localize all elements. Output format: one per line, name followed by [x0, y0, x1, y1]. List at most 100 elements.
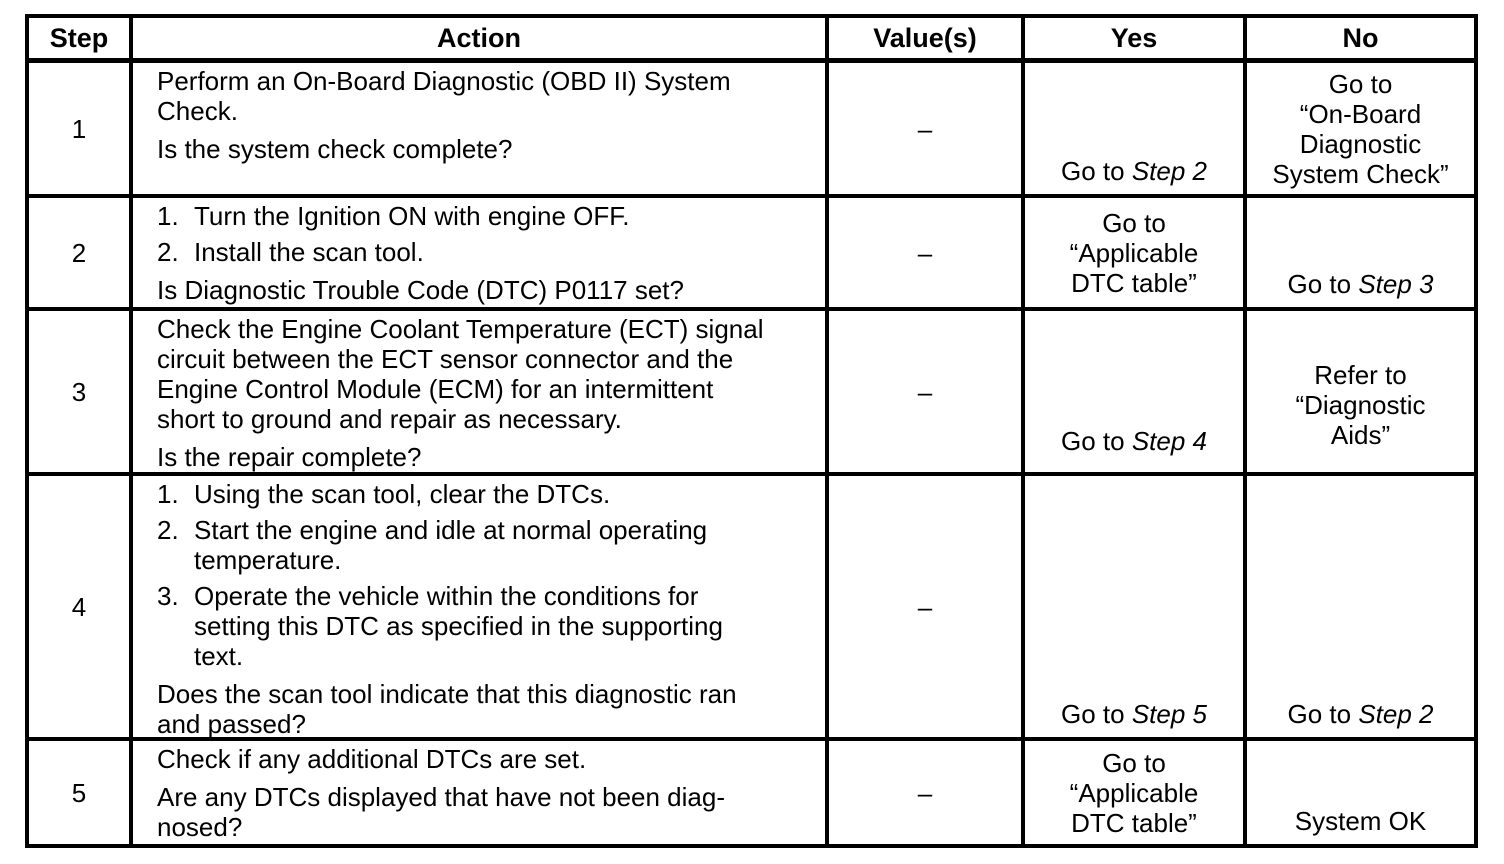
- text-run: Go to: [1102, 747, 1166, 778]
- text-line: Engine Control Module (ECM) for an inter…: [157, 374, 714, 404]
- action-question: Does the scan tool indicate that this di…: [157, 679, 817, 739]
- text-line: Using the scan tool, clear the DTCs.: [194, 479, 611, 509]
- text-line: Is the repair complete?: [157, 442, 422, 472]
- diagnostic-step-table: Step Action Value(s) Yes No 1 Perform an …: [25, 14, 1478, 848]
- text-line: “Applicable: [1070, 238, 1199, 268]
- column-header-values: Value(s): [829, 18, 1025, 63]
- step-number: 3: [71, 376, 87, 407]
- text-run: Aids”: [1330, 420, 1391, 450]
- text-line: DTC table”: [1071, 268, 1197, 298]
- value-cell: –: [829, 198, 1025, 311]
- list-item-number: 3.: [157, 581, 179, 611]
- value-dash: –: [917, 591, 933, 622]
- value-dash: –: [917, 113, 933, 144]
- text-run: “On-Board: [1299, 98, 1422, 129]
- value-cell: –: [829, 741, 1025, 844]
- action-question: Are any DTCs displayed that have not bee…: [157, 782, 817, 842]
- column-header-step-label: Step: [49, 23, 109, 53]
- text-line: Go to: [1329, 69, 1393, 99]
- text-line: text.: [194, 641, 244, 671]
- text-line: Go to: [1102, 208, 1166, 238]
- column-header-action: Action: [133, 18, 829, 63]
- value-cell: –: [829, 476, 1025, 741]
- text-line: Turn the Ignition ON with engine OFF.: [194, 201, 630, 231]
- no-cell: System OK: [1247, 741, 1474, 844]
- text-line: setting this DTC as specified in the sup…: [194, 611, 723, 641]
- list-item-number: 2.: [157, 237, 179, 267]
- text-run: “Applicable: [1069, 237, 1199, 268]
- action-list-item: 1.Turn the Ignition ON with engine OFF.: [157, 201, 817, 231]
- step-cell: 5: [29, 741, 133, 844]
- step-reference-italic: Step 2: [1131, 156, 1207, 186]
- text-run: Go to: [1328, 68, 1393, 99]
- text-line: Go to Step 2: [1061, 156, 1207, 186]
- text-run: Go to: [1061, 156, 1132, 186]
- yes-cell: Go to Step 4: [1025, 311, 1247, 476]
- text-run: Refer to: [1314, 360, 1407, 390]
- text-run: DTC table”: [1071, 267, 1197, 298]
- action-cell: Perform an On-Board Diagnostic (OBD II) …: [133, 63, 829, 198]
- text-line: Go to Step 5: [1061, 699, 1207, 729]
- text-run: DTC table”: [1071, 807, 1197, 838]
- action-cell: Check if any additional DTCs are set. Are…: [133, 741, 829, 844]
- text-run: System OK: [1294, 806, 1427, 836]
- text-run: “Diagnostic: [1295, 390, 1426, 420]
- text-line: Diagnostic: [1300, 129, 1421, 159]
- action-list-item: 3. Operate the vehicle within the conditi…: [157, 581, 817, 671]
- text-line: Check.: [157, 96, 238, 126]
- column-header-no: No: [1247, 18, 1474, 63]
- text-run: System Check”: [1272, 158, 1449, 189]
- text-line: Operate the vehicle within the condition…: [194, 581, 699, 611]
- text-run: Diagnostic: [1299, 128, 1422, 159]
- text-line: “Applicable: [1070, 778, 1199, 808]
- no-cell: Go to Step 3: [1247, 198, 1474, 311]
- action-list-item: 2.Install the scan tool.: [157, 237, 817, 267]
- text-line: Go to Step 2: [1288, 699, 1434, 729]
- value-cell: –: [829, 63, 1025, 198]
- column-header-yes: Yes: [1025, 18, 1247, 63]
- text-run: Go to: [1287, 269, 1359, 299]
- text-run: Go to: [1061, 426, 1132, 456]
- step-number: 4: [71, 591, 87, 622]
- action-cell: 1.Turn the Ignition ON with engine OFF. 2…: [133, 198, 829, 311]
- text-line: Go to Step 4: [1061, 426, 1207, 456]
- text-line: Is the system check complete?: [157, 134, 513, 164]
- step-number: 1: [71, 113, 87, 144]
- text-line: System OK: [1295, 806, 1426, 836]
- text-line: and passed?: [157, 709, 306, 739]
- action-text: Check the Engine Coolant Temperature (EC…: [157, 314, 817, 434]
- list-item-text: Operate the vehicle within the condition…: [194, 581, 723, 671]
- text-line: Is Diagnostic Trouble Code (DTC) P0117 s…: [157, 275, 684, 305]
- text-run: Go to: [1287, 699, 1359, 729]
- value-cell: –: [829, 311, 1025, 476]
- text-line: Check if any additional DTCs are set.: [157, 744, 587, 774]
- text-run: Go to: [1102, 207, 1166, 238]
- text-line: Are any DTCs displayed that have not bee…: [157, 782, 726, 812]
- step-cell: 2: [29, 198, 133, 311]
- step-reference-italic: Step 2: [1358, 699, 1434, 729]
- text-line: temperature.: [194, 545, 342, 575]
- text-line: Go to: [1102, 748, 1166, 778]
- no-cell: Go to Step 2: [1247, 476, 1474, 741]
- text-line: nosed?: [157, 812, 243, 842]
- step-cell: 4: [29, 476, 133, 741]
- action-cell: 1.Using the scan tool, clear the DTCs.2.…: [133, 476, 829, 741]
- text-line: Refer to: [1314, 360, 1407, 390]
- text-line: Perform an On-Board Diagnostic (OBD II) …: [157, 66, 731, 96]
- text-line: Aids”: [1331, 420, 1390, 450]
- step-reference-italic: Step 3: [1358, 269, 1434, 299]
- text-line: Check the Engine Coolant Temperature (EC…: [157, 314, 764, 344]
- column-header-action-label: Action: [437, 23, 521, 53]
- text-line: System Check”: [1272, 159, 1448, 189]
- text-line: Go to Step 3: [1288, 269, 1434, 299]
- column-header-values-label: Value(s): [873, 23, 977, 53]
- action-question: Is Diagnostic Trouble Code (DTC) P0117 s…: [157, 275, 817, 305]
- action-text: Perform an On-Board Diagnostic (OBD II) …: [157, 66, 817, 126]
- text-line: circuit between the ECT sensor connector…: [157, 344, 734, 374]
- step-cell: 3: [29, 311, 133, 476]
- text-line: DTC table”: [1071, 808, 1197, 838]
- text-run: “Applicable: [1069, 777, 1199, 808]
